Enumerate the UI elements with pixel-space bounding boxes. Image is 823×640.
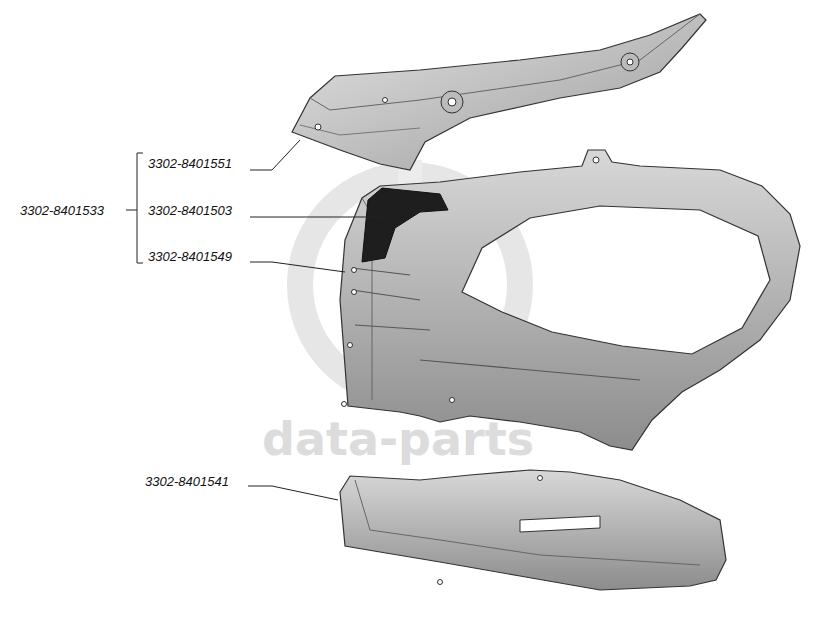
upper-bracket (292, 14, 706, 170)
lower-panel (340, 470, 726, 590)
watermark: data-parts (262, 414, 534, 464)
part-number: 3302-8401541 (145, 474, 229, 489)
part-number: 3302-8401551 (148, 156, 232, 171)
part-number: 3302-8401549 (148, 249, 232, 264)
dark-insert (362, 188, 448, 262)
part-number: 3302-8401503 (148, 203, 232, 218)
assembly-number: 3302-8401533 (20, 203, 104, 218)
headlight-housing (340, 150, 800, 450)
